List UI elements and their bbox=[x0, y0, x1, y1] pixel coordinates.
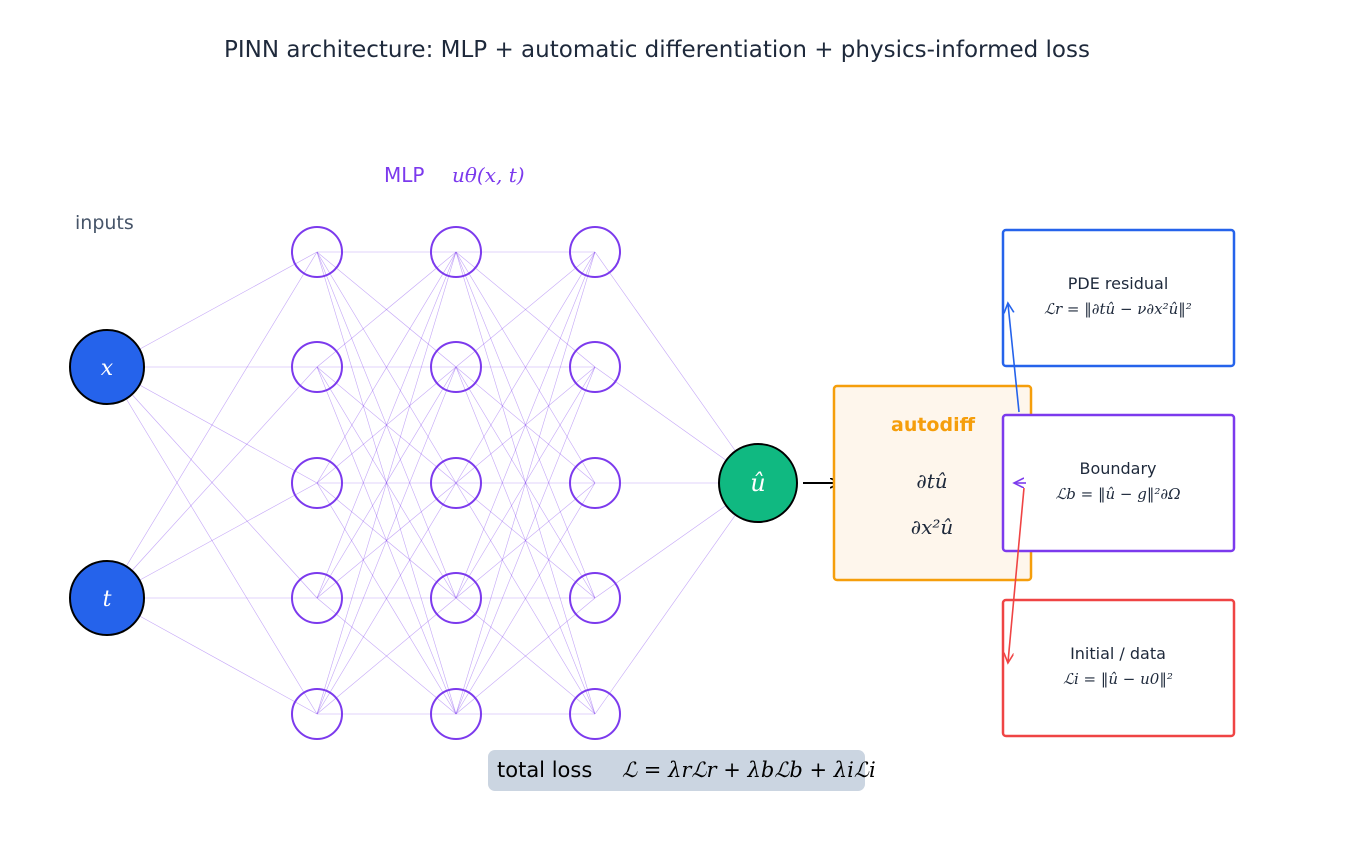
edge-h1n1-h2n0 bbox=[316, 251, 457, 368]
hidden-neuron-l2-n5 bbox=[430, 688, 482, 740]
pde-residual-box: PDE residual ℒr = ‖∂tû − ν∂x²û‖² bbox=[1001, 228, 1236, 368]
edge-input1-h1n4 bbox=[106, 597, 318, 715]
edge-h1n0-h2n3 bbox=[316, 251, 457, 599]
input-node-x-label: x bbox=[101, 356, 114, 381]
edge-h2n3-h3n0 bbox=[455, 251, 596, 599]
total-loss-box: total loss ℒ = λrℒr + λbℒb + λiℒi bbox=[488, 750, 876, 791]
input-node-t: t bbox=[69, 560, 145, 636]
edge-input1-h1n1 bbox=[106, 366, 318, 599]
edge-h2n0-h3n2 bbox=[455, 251, 596, 484]
output-node-label: û bbox=[750, 469, 765, 497]
diagram-title: PINN architecture: MLP + automatic diffe… bbox=[224, 37, 1090, 63]
edge-h2n0-h3n3 bbox=[455, 251, 596, 599]
autodiff-time-derivative: ∂tû bbox=[916, 469, 947, 493]
edge-h3n4-output bbox=[594, 482, 759, 715]
edge-input1-h1n0 bbox=[106, 251, 318, 599]
edge-h2n4-h3n1 bbox=[455, 366, 596, 715]
edge-h1n3-h2n0 bbox=[316, 251, 457, 599]
edge-input1-h1n2 bbox=[106, 482, 318, 599]
mlp-label: MLP bbox=[384, 163, 424, 187]
hidden-neuron-l3-n5 bbox=[569, 688, 621, 740]
boundary-box: Boundary ℒb = ‖û − g‖²∂Ω bbox=[1001, 413, 1236, 553]
input-node-x: x bbox=[69, 329, 145, 405]
autodiff-title: autodiff bbox=[891, 414, 976, 436]
autodiff-space-derivative: ∂x²û bbox=[911, 515, 954, 539]
edge-input0-h1n2 bbox=[106, 366, 318, 484]
network-neurons bbox=[291, 226, 621, 740]
edge-h1n3-h2n1 bbox=[316, 366, 457, 599]
edge-h1n4-h2n0 bbox=[316, 251, 457, 715]
edge-h2n2-h3n4 bbox=[455, 482, 596, 715]
edge-h1n1-h2n2 bbox=[316, 366, 457, 484]
autodiff-to-pde-arrow bbox=[1008, 304, 1020, 413]
pde-residual-title: PDE residual bbox=[1068, 274, 1169, 293]
edge-h3n0-output bbox=[594, 251, 759, 484]
edge-input0-h1n0 bbox=[106, 251, 318, 368]
edge-h1n2-h2n4 bbox=[316, 482, 457, 715]
edge-h1n2-h2n0 bbox=[316, 251, 457, 484]
hidden-neuron-l2-n2 bbox=[430, 341, 482, 393]
pde-residual-formula: ℒr = ‖∂tû − ν∂x²û‖² bbox=[1044, 300, 1192, 318]
edge-h1n4-h2n1 bbox=[316, 366, 457, 715]
edge-h2n1-h3n0 bbox=[455, 251, 596, 368]
hidden-neuron-l3-n2 bbox=[569, 341, 621, 393]
edge-h2n2-h3n3 bbox=[455, 482, 596, 599]
boundary-formula: ℒb = ‖û − g‖²∂Ω bbox=[1055, 485, 1180, 503]
edge-h2n0-h3n4 bbox=[455, 251, 596, 715]
hidden-neuron-l3-n1 bbox=[569, 226, 621, 278]
edge-h1n2-h2n3 bbox=[316, 482, 457, 599]
hidden-neuron-l1-n5 bbox=[291, 688, 343, 740]
edge-h2n3-h3n2 bbox=[455, 482, 596, 599]
edge-h2n3-h3n4 bbox=[455, 597, 596, 715]
hidden-neuron-l1-n1 bbox=[291, 226, 343, 278]
autodiff-to-initial-arrow bbox=[1008, 487, 1025, 662]
edge-h2n0-h3n1 bbox=[455, 251, 596, 368]
hidden-neuron-l3-n3 bbox=[569, 457, 621, 509]
edge-h2n3-h3n1 bbox=[455, 366, 596, 599]
total-loss-formula: ℒ = λrℒr + λbℒb + λiℒi bbox=[622, 758, 876, 782]
hidden-neuron-l1-n2 bbox=[291, 341, 343, 393]
edge-h1n0-h2n1 bbox=[316, 251, 457, 368]
hidden-neuron-l2-n3 bbox=[430, 457, 482, 509]
edge-h1n0-h2n4 bbox=[316, 251, 457, 715]
network-connections bbox=[106, 251, 759, 715]
inputs-label: inputs bbox=[75, 212, 134, 234]
initial-data-box: Initial / data ℒi = ‖û − u0‖² bbox=[1001, 598, 1236, 738]
input-node-t-label: t bbox=[103, 587, 112, 612]
mlp-function-label: uθ(x, t) bbox=[452, 163, 525, 187]
edge-h2n1-h3n4 bbox=[455, 366, 596, 715]
hidden-neuron-l2-n1 bbox=[430, 226, 482, 278]
autodiff-box: autodiff ∂tû ∂x²û bbox=[832, 384, 1033, 582]
boundary-title: Boundary bbox=[1079, 459, 1156, 478]
edge-h1n1-h2n3 bbox=[316, 366, 457, 599]
edge-h1n0-h2n2 bbox=[316, 251, 457, 484]
initial-data-formula: ℒi = ‖û − u0‖² bbox=[1063, 670, 1173, 688]
edge-h1n4-h2n2 bbox=[316, 482, 457, 715]
edge-h2n1-h3n3 bbox=[455, 366, 596, 599]
edge-h2n2-h3n0 bbox=[455, 251, 596, 484]
output-node: û bbox=[718, 443, 798, 523]
hidden-neuron-l2-n4 bbox=[430, 572, 482, 624]
edge-h2n4-h3n0 bbox=[455, 251, 596, 715]
edge-input0-h1n4 bbox=[106, 366, 318, 715]
total-loss-label: total loss bbox=[497, 758, 592, 782]
edge-h2n4-h3n2 bbox=[455, 482, 596, 715]
hidden-neuron-l1-n3 bbox=[291, 457, 343, 509]
edge-h2n4-h3n3 bbox=[455, 597, 596, 715]
hidden-neuron-l1-n4 bbox=[291, 572, 343, 624]
edge-h2n1-h3n2 bbox=[455, 366, 596, 484]
initial-data-title: Initial / data bbox=[1070, 644, 1166, 663]
edge-h1n4-h2n3 bbox=[316, 597, 457, 715]
edge-h1n3-h2n4 bbox=[316, 597, 457, 715]
edge-h1n1-h2n4 bbox=[316, 366, 457, 715]
edge-input0-h1n3 bbox=[106, 366, 318, 599]
edge-h1n3-h2n2 bbox=[316, 482, 457, 599]
edge-h1n2-h2n1 bbox=[316, 366, 457, 484]
hidden-neuron-l3-n4 bbox=[569, 572, 621, 624]
edge-h2n2-h3n1 bbox=[455, 366, 596, 484]
